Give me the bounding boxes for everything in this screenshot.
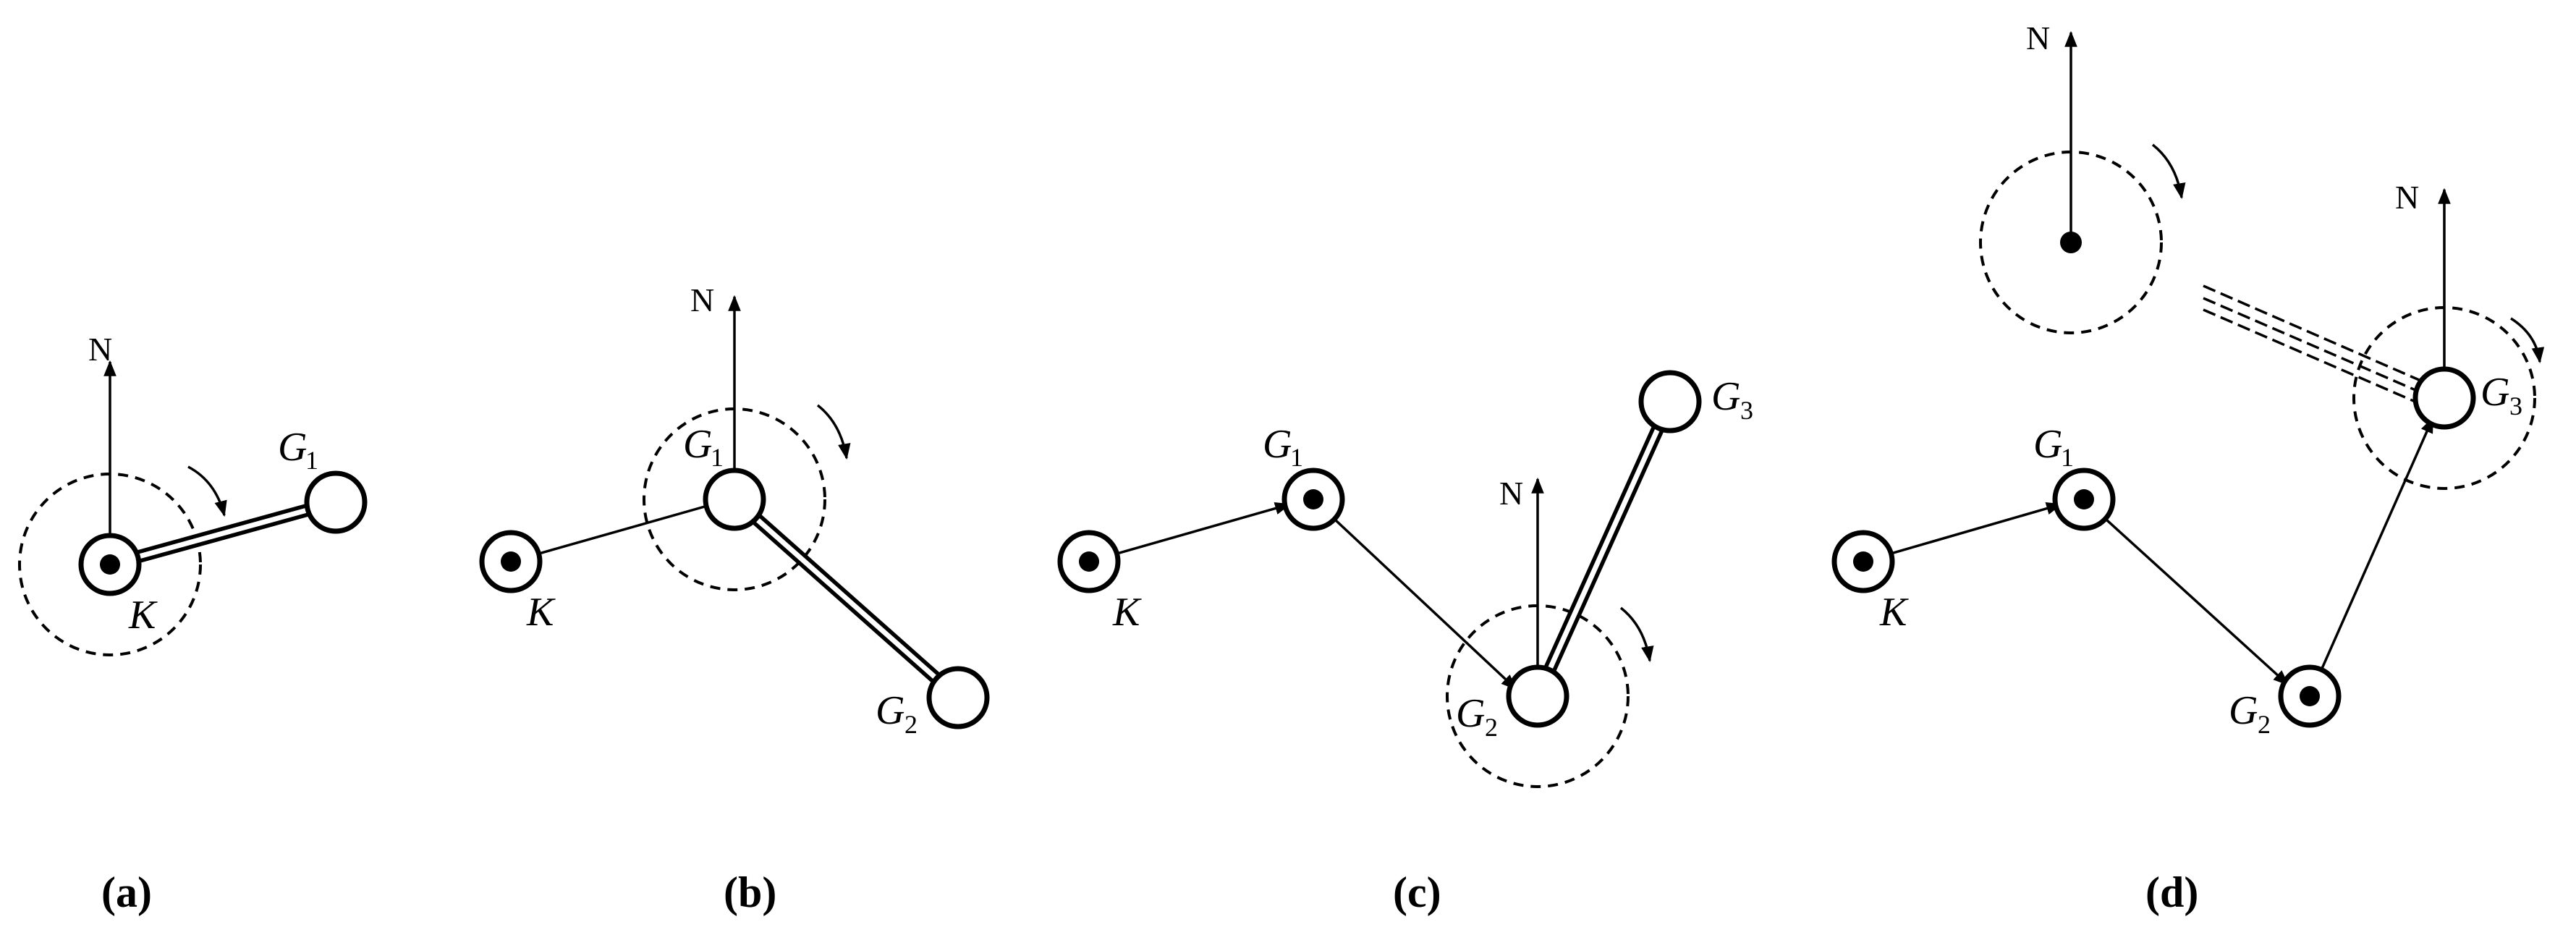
- vector-k-g1: [510, 498, 727, 563]
- node-k-dot: [501, 551, 521, 572]
- label-k: K: [1112, 590, 1142, 635]
- rotation-arrow: [1619, 606, 1654, 663]
- vector-g2-g3: [2308, 416, 2434, 697]
- link-bar-inner: [109, 499, 336, 567]
- label-k: K: [526, 590, 556, 635]
- label-k: K: [128, 593, 158, 638]
- label-g3-sub: 3: [1740, 396, 1753, 425]
- vector-k-g1: [1863, 502, 2063, 563]
- node-g1-dot: [1303, 489, 1323, 509]
- label-g1-sub: 1: [305, 446, 318, 475]
- label-g2-sub: 2: [1485, 713, 1498, 742]
- north-label: N: [690, 282, 714, 318]
- node-g2: [1506, 664, 1569, 728]
- label-g2: G: [2229, 688, 2258, 733]
- label-g3: G: [2480, 370, 2509, 415]
- panel-d: N N K G 1 G 2 G 3 (d): [1831, 20, 2545, 916]
- rotation-arrow: [816, 404, 851, 460]
- label-g2-sub: 2: [904, 710, 918, 739]
- label-g2: G: [1456, 691, 1485, 736]
- vector-g1-g2: [1312, 498, 1517, 690]
- panel-label-a: (a): [101, 868, 152, 916]
- dashed-link-3: [2203, 308, 2418, 404]
- node-g2-dot: [2300, 686, 2320, 706]
- label-g1-sub: 1: [2061, 443, 2074, 472]
- node-g3: [1638, 370, 1702, 433]
- vector-k-g1: [1088, 502, 1292, 563]
- rotation-arrow: [187, 465, 227, 517]
- candidate-dot: [2060, 232, 2082, 253]
- link-bar-inner: [1535, 400, 1673, 698]
- label-g1: G: [1263, 422, 1292, 467]
- vector-g1-g2: [2083, 498, 2289, 686]
- north-label: N: [1499, 475, 1523, 512]
- panel-label-b: (b): [724, 868, 776, 916]
- label-k: K: [1879, 590, 1909, 635]
- node-g1: [703, 468, 766, 531]
- panel-label-c: (c): [1393, 868, 1441, 916]
- node-g1: [304, 470, 368, 534]
- rotation-arrow-upper: [2151, 143, 2186, 200]
- node-k-dot: [1853, 551, 1873, 572]
- label-g2-sub: 2: [2258, 710, 2271, 739]
- panel-label-d: (d): [2145, 868, 2198, 916]
- north-label: N: [2395, 179, 2419, 216]
- dashed-link-2: [2203, 297, 2421, 394]
- label-g1: G: [278, 425, 307, 470]
- panel-b: N K G 1 G 2 (b): [479, 282, 990, 916]
- label-g2: G: [876, 688, 904, 733]
- label-g3-sub: 3: [2509, 392, 2522, 420]
- panel-c: N K G 1 G 2 G 3 (c): [1057, 370, 1753, 916]
- node-g3: [2412, 366, 2476, 430]
- node-g1-dot: [2074, 489, 2094, 509]
- north-label-upper: N: [2026, 20, 2050, 56]
- node-k-dot: [1079, 551, 1099, 572]
- north-label: N: [88, 331, 112, 368]
- panel-a: N K G 1 (a): [18, 331, 368, 916]
- label-g3: G: [1711, 374, 1740, 419]
- node-k-dot: [100, 554, 120, 575]
- label-g1: G: [683, 422, 712, 467]
- node-g2: [926, 666, 990, 729]
- link-bar-inner: [732, 497, 960, 700]
- dashed-link-1: [2203, 284, 2425, 384]
- label-g1-sub: 1: [1290, 443, 1303, 472]
- label-g1-sub: 1: [711, 443, 724, 472]
- rotation-arrow: [2510, 317, 2545, 364]
- label-g1: G: [2033, 422, 2062, 467]
